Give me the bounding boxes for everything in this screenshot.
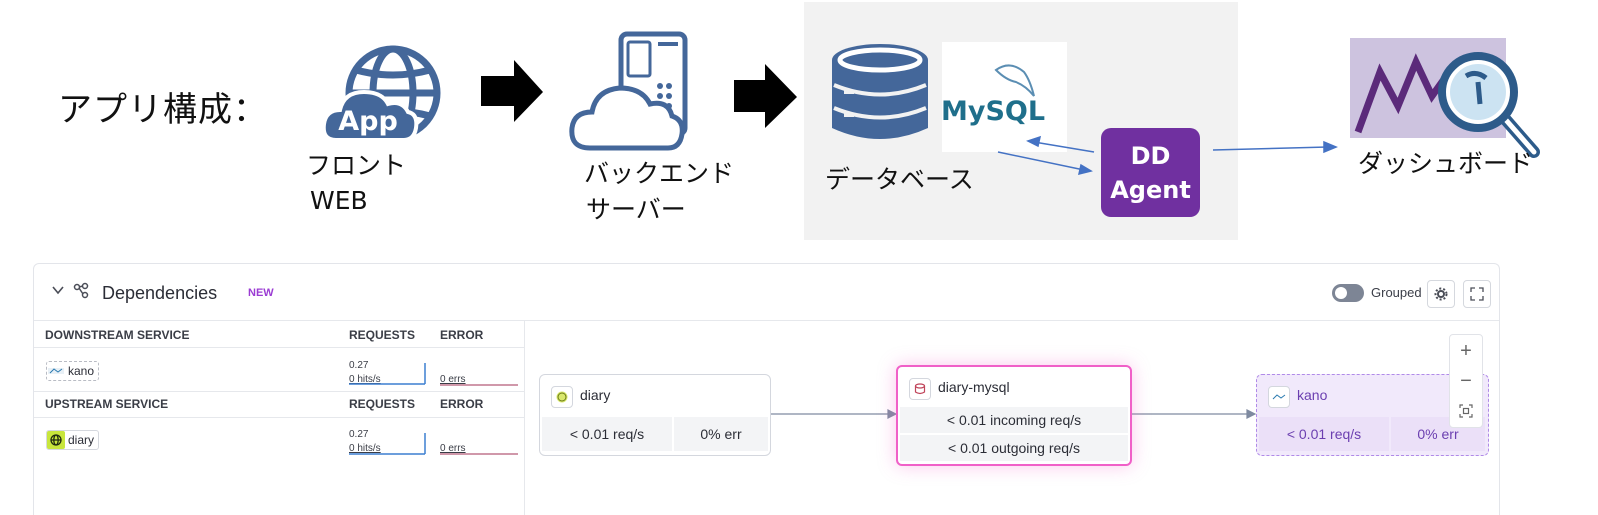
gear-icon (1434, 287, 1448, 301)
upstream-service-chip[interactable]: diary (46, 430, 100, 450)
mysql-icon (47, 362, 65, 380)
upstream-requests-sparkline (349, 433, 426, 455)
service-table: DOWNSTREAM SERVICE REQUESTS ERROR kano 0… (34, 321, 525, 515)
settings-button[interactable] (1427, 280, 1455, 308)
expand-button[interactable] (1463, 280, 1491, 308)
node-kano-req: < 0.01 req/s (1259, 417, 1389, 451)
dd-agent-line1: DD (1130, 141, 1171, 170)
fit-view-icon (1459, 404, 1473, 418)
chevron-down-icon[interactable] (50, 282, 66, 303)
architecture-drawing: App MySQL (321, 31, 1540, 176)
dd-agent-line2: Agent (1110, 175, 1191, 204)
app-icon-text: App (338, 106, 398, 137)
service-map-edges (771, 409, 1257, 419)
database-icon (909, 378, 931, 400)
globe-icon (47, 431, 65, 449)
mysql-icon (1268, 386, 1290, 408)
upstream-service-name: diary (68, 433, 95, 447)
new-badge: NEW (248, 287, 274, 299)
agent-connector (997, 135, 1338, 176)
cloud-icon (569, 85, 685, 151)
app-cloud-icon (321, 89, 419, 142)
downstream-header: DOWNSTREAM SERVICE (45, 328, 190, 342)
upstream-error-header: ERROR (440, 397, 484, 411)
node-diary-err: 0% err (674, 417, 768, 451)
upstream-errors-sparkline (440, 453, 518, 455)
node-diary-mysql-name: diary-mysql (938, 379, 1010, 395)
node-diary-mysql-outgoing: < 0.01 outgoing req/s (900, 435, 1128, 461)
dashboard-label: ダッシュボード (1358, 149, 1534, 178)
mysql-logo-text: MySQL (941, 96, 1045, 127)
upstream-requests-unit: 0 hits/s (349, 443, 381, 454)
arrow-right-icon (734, 64, 797, 128)
downstream-errors-sparkline (440, 384, 518, 386)
downstream-errors-value: 0 errs (440, 374, 466, 385)
database-label: データベース (825, 165, 974, 194)
node-diary-req: < 0.01 req/s (542, 417, 672, 451)
node-diary[interactable]: diary < 0.01 req/s 0% err (539, 374, 771, 456)
dependencies-icon (72, 282, 90, 305)
downstream-service-chip[interactable]: kano (46, 361, 100, 381)
zoom-in-button[interactable]: + (1460, 339, 1472, 362)
node-diary-mysql-incoming: < 0.01 incoming req/s (900, 407, 1128, 433)
upstream-requests-header: REQUESTS (349, 397, 416, 411)
frontend-label-line1: フロント (306, 151, 407, 180)
database-icon (832, 44, 928, 139)
upstream-errors-value: 0 errs (440, 443, 466, 454)
dependencies-panel: Dependencies NEW Grouped DOWNSTREAM SERV… (33, 263, 1500, 515)
downstream-error-header: ERROR (440, 328, 484, 342)
node-kano-name: kano (1297, 387, 1328, 403)
grouped-label: Grouped (1371, 285, 1422, 300)
downstream-requests-header: REQUESTS (349, 328, 416, 342)
fit-view-button[interactable] (1450, 396, 1482, 426)
downstream-requests-value: 0.27 (349, 360, 369, 371)
dd-agent-box: DD Agent (1101, 128, 1200, 217)
downstream-requests-unit: 0 hits/s (349, 374, 381, 385)
downstream-service-name: kano (68, 364, 95, 378)
globe-icon (551, 386, 573, 408)
upstream-header: UPSTREAM SERVICE (45, 397, 169, 411)
grouped-toggle[interactable] (1332, 284, 1364, 302)
architecture-title: アプリ構成： (58, 90, 268, 130)
node-diary-name: diary (580, 387, 611, 403)
expand-icon (1470, 287, 1484, 301)
zoom-out-button[interactable]: − (1460, 369, 1472, 392)
arrow-right-icon (481, 60, 543, 122)
upstream-requests-value: 0.27 (349, 429, 369, 440)
mysql-logo-box (942, 42, 1067, 152)
node-diary-mysql[interactable]: diary-mysql < 0.01 incoming req/s < 0.01… (896, 365, 1132, 466)
dependencies-header: Dependencies NEW Grouped (34, 264, 1499, 321)
backend-label-line1: バックエンド (584, 159, 735, 188)
backend-label-line2: サーバー (586, 195, 686, 224)
mysql-dolphin-icon (994, 64, 1035, 97)
frontend-label-line2: WEB (310, 186, 368, 215)
downstream-requests-sparkline (349, 363, 426, 385)
magnifier-icon (1438, 52, 1540, 158)
zoom-controls: + − (1449, 334, 1483, 428)
dependencies-title: Dependencies (102, 283, 218, 303)
